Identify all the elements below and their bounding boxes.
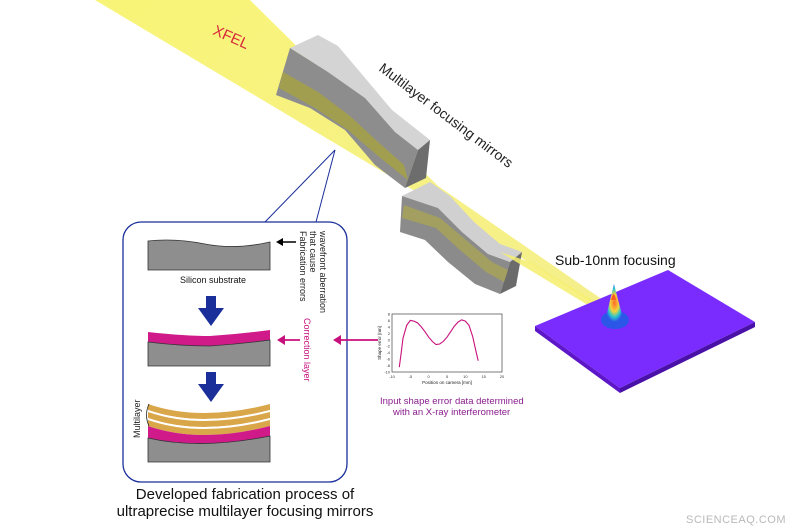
y-tick-label: 6 (388, 318, 391, 323)
focus-plane (535, 270, 755, 393)
y-axis-label: Shape error [nm] (377, 326, 382, 360)
y-tick-label: 2 (388, 331, 391, 336)
fab-errors-line1: Fabrication errors (298, 231, 308, 302)
input-note-line2: with an X-ray interferometer (392, 407, 510, 418)
caption-line1: Developed fabrication process of (135, 486, 355, 503)
upper-mirror (276, 35, 430, 188)
correction-layer (148, 330, 270, 346)
x-axis-label: Position on camera [mm] (422, 380, 472, 385)
y-tick-label: -8 (386, 363, 390, 368)
shape-error-series-line (398, 319, 479, 368)
sub10-label: Sub-10nm focusing (555, 252, 676, 268)
x-tick-label: 5 (446, 374, 449, 379)
x-tick-label: 15 (481, 374, 486, 379)
error-pointer-head (276, 238, 283, 246)
caption-line2: ultraprecise multilayer focusing mirrors (116, 503, 374, 520)
y-tick-label: 8 (388, 312, 391, 317)
correction-arrow-head (277, 335, 285, 345)
y-tick-label: -10 (384, 370, 391, 375)
correction-label: Correction layer (302, 318, 312, 382)
silicon-label: Silicon substrate (180, 275, 246, 285)
x-tick-label: -5 (409, 374, 413, 379)
y-tick-label: 0 (388, 337, 391, 342)
x-tick-label: 0 (428, 374, 431, 379)
y-tick-label: 4 (388, 324, 391, 329)
callout-line-right (315, 149, 336, 223)
callout-line-left (264, 149, 336, 223)
silicon-substrate (147, 239, 271, 271)
x-tick-label: 20 (500, 374, 505, 379)
y-tick-label: -6 (386, 357, 390, 362)
fab-errors-line2: that cause (308, 231, 318, 273)
multilayer-label: Multilayer (132, 399, 142, 438)
multilayer-stack (147, 404, 271, 463)
y-tick-label: -2 (386, 344, 390, 349)
lower-mirror (400, 182, 522, 294)
x-tick-label: -10 (389, 374, 396, 379)
input-note-line1: Input shape error data determined (380, 396, 524, 407)
substrate-2 (147, 339, 271, 367)
down-arrow-2 (198, 372, 224, 402)
input-arrow-head (333, 335, 341, 345)
x-tick-label: 10 (463, 374, 468, 379)
multilayer-bracket (146, 403, 150, 427)
y-tick-label: -4 (386, 350, 390, 355)
figure-caption: Developed fabrication process of ultrapr… (60, 486, 430, 520)
watermark: SCIENCEAQ.COM (685, 514, 786, 526)
xfel-beam (95, 0, 603, 306)
chart-frame (391, 313, 503, 373)
fab-errors-line3: wavefront aberration (318, 230, 328, 313)
focused-beam (500, 252, 612, 316)
down-arrow-1 (198, 296, 224, 326)
